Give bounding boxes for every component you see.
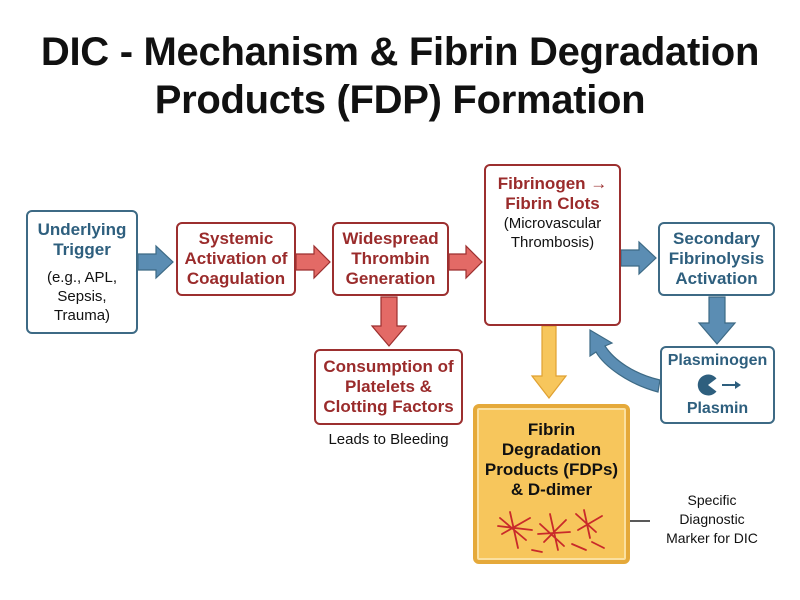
trigger-note-2: Sepsis,	[57, 287, 107, 305]
plasmin-activation-icon	[697, 374, 741, 396]
arrow-fibrin-to-fdp	[530, 325, 568, 399]
marker-line-1: Specific	[687, 492, 737, 508]
fibrin-note-2: Thrombosis)	[510, 234, 595, 251]
systemic-line-1: Systemic	[198, 229, 274, 248]
node-thrombin-generation: Widespread Thrombin Generation	[332, 222, 449, 296]
node-underlying-trigger: Underlying Trigger (e.g., APL, Sepsis, T…	[26, 210, 138, 334]
node-systemic-activation: Systemic Activation of Coagulation	[176, 222, 296, 296]
consumption-line-2: Platelets &	[345, 377, 432, 396]
arrow-systemic-to-thrombin	[295, 244, 331, 280]
fdp-line-3: Products (FDPs)	[484, 460, 619, 479]
arrow-trigger-to-systemic	[137, 244, 174, 280]
plasminogen-label: Plasminogen	[667, 352, 768, 369]
title-line-1: DIC - Mechanism & Fibrin Degradation	[40, 30, 760, 74]
diagnostic-marker-label: Specific Diagnostic Marker for DIC	[650, 491, 774, 548]
fibrin-note-1: (Microvascular	[503, 215, 602, 232]
secondary-line-2: Fibrinolysis	[668, 249, 765, 268]
fdp-line-1: Fibrin	[527, 420, 576, 439]
fibrin-line-1: Fibrinogen →	[497, 174, 608, 193]
arrow-fibrin-to-secondary	[620, 240, 657, 276]
secondary-line-1: Secondary	[673, 229, 760, 248]
trigger-note-3: Trauma)	[53, 306, 111, 324]
arrow-thrombin-to-fibrin	[448, 244, 483, 280]
title-line-2: Products (FDP) Formation	[154, 78, 646, 122]
consumption-line-1: Consumption of	[323, 357, 454, 376]
arrow-plasmin-to-fibrin	[589, 328, 661, 393]
fdp-line-4: & D-dimer	[510, 480, 593, 499]
node-plasminogen-plasmin: Plasminogen Plasmin	[660, 346, 775, 424]
consumption-line-3: Clotting Factors	[323, 397, 454, 416]
marker-line-2: Diagnostic	[679, 511, 745, 527]
fibrin-line-2: Fibrin Clots	[505, 194, 600, 213]
fdp-line-2: Degradation	[501, 440, 602, 459]
trigger-title-1: Underlying	[37, 219, 127, 239]
marker-line-3: Marker for DIC	[666, 530, 758, 546]
arrow-thrombin-to-consumption	[370, 296, 408, 347]
bleeding-label: Leads to Bleeding	[328, 431, 449, 448]
thrombin-line-3: Generation	[345, 269, 436, 288]
thrombin-line-2: Thrombin	[351, 249, 430, 268]
trigger-note-1: (e.g., APL,	[46, 268, 118, 286]
secondary-line-3: Activation	[675, 269, 758, 288]
arrow-secondary-to-plasmin	[697, 296, 737, 345]
thrombin-line-1: Widespread	[342, 229, 439, 248]
page-title: DIC - Mechanism & Fibrin Degradation Pro…	[0, 28, 800, 124]
node-consumption: Consumption of Platelets & Clotting Fact…	[314, 349, 463, 425]
fibrin-fragments-icon	[496, 509, 605, 553]
node-secondary-fibrinolysis: Secondary Fibrinolysis Activation	[658, 222, 775, 296]
trigger-title-2: Trigger	[53, 239, 111, 259]
node-fdp-d-dimer: Fibrin Degradation Products (FDPs) & D-d…	[473, 404, 630, 564]
node-fibrin-clots: Fibrinogen → Fibrin Clots (Microvascular…	[484, 164, 621, 326]
plasmin-label: Plasmin	[686, 400, 749, 417]
systemic-line-3: Coagulation	[186, 269, 286, 288]
systemic-line-2: Activation of	[184, 249, 288, 268]
